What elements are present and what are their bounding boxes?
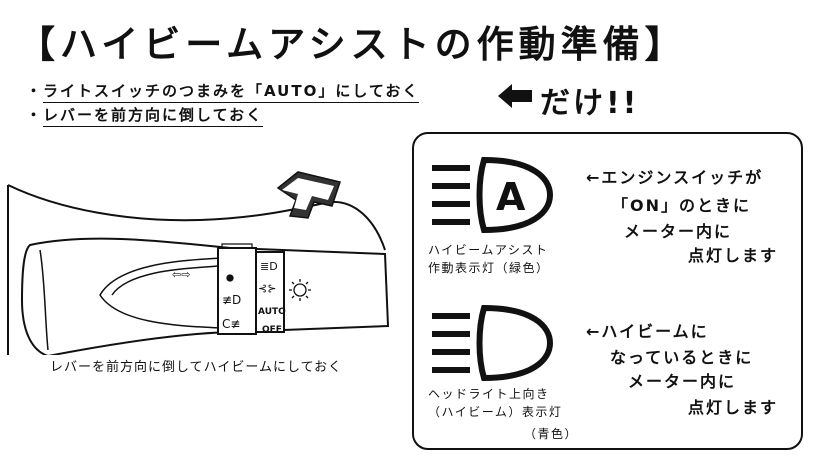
lamp-letter: A	[496, 175, 526, 219]
lamp2-desc-line: 点灯します	[688, 398, 779, 417]
svg-text:⊰⊱: ⊰⊱	[258, 282, 276, 295]
high-beam-indicator-icon	[432, 304, 554, 382]
lamp1-desc-line: 「ON」のときに	[612, 196, 751, 215]
svg-text:⇦⇨: ⇦⇨	[172, 268, 190, 281]
instruction-text: ライトスイッチのつまみを「AUTO」にしておく	[43, 82, 420, 103]
only-text: だけ!!	[540, 86, 640, 121]
auto-label: AUTO	[258, 307, 286, 317]
lamp1-desc-line: メーター内に	[624, 222, 733, 241]
lamp1-desc-line: 点灯します	[688, 246, 779, 265]
lamp2-desc-line: なっているときに	[610, 348, 754, 367]
forward-arrow-icon	[276, 171, 341, 219]
lamp2-label-line: （ハイビーム）表示灯	[428, 405, 563, 419]
bullet-mark: ・	[26, 106, 44, 124]
svg-text:C≢: C≢	[222, 317, 240, 331]
off-label: OFF	[262, 325, 282, 335]
high-beam-assist-lamp-icon: A	[432, 156, 554, 234]
bullet-mark: ・	[26, 82, 44, 100]
instruction-1: ・ライトスイッチのつまみを「AUTO」にしておく	[26, 80, 420, 103]
lamp1-label-line: ハイビームアシスト	[428, 243, 549, 257]
headlight-lever-illustration: ⇦⇨ ≢D C≢ ≣D ⊰⊱ AUTO OFF	[7, 171, 390, 355]
instruction-text: レバーを前方向に倒しておく	[43, 106, 264, 127]
lamp1-desc-line: ←エンジンスイッチが	[586, 168, 764, 187]
instruction-2: ・レバーを前方向に倒しておく	[26, 104, 264, 127]
lamp2-desc-line: メーター内に	[628, 372, 737, 391]
lever-caption: レバーを前方向に倒してハイビームにしておく	[50, 360, 343, 375]
indicator-info-box: A ハイビームアシスト 作動表示灯（緑色） ←エンジンスイッチが 「ON」のとき…	[412, 132, 803, 450]
lamp2-label-line: ヘッドライト上向き	[428, 387, 550, 401]
svg-text:≣D: ≣D	[260, 260, 278, 273]
svg-text:≢D: ≢D	[222, 293, 241, 307]
lamp2-desc-line: ←ハイビームに	[586, 322, 709, 341]
lamp1-label-line: 作動表示灯（緑色）	[428, 261, 550, 275]
arrow-left-icon	[498, 84, 532, 108]
page-title: 【ハイビームアシストの作動準備】	[18, 23, 687, 66]
lamp2-label-line: （青色）	[524, 427, 579, 441]
